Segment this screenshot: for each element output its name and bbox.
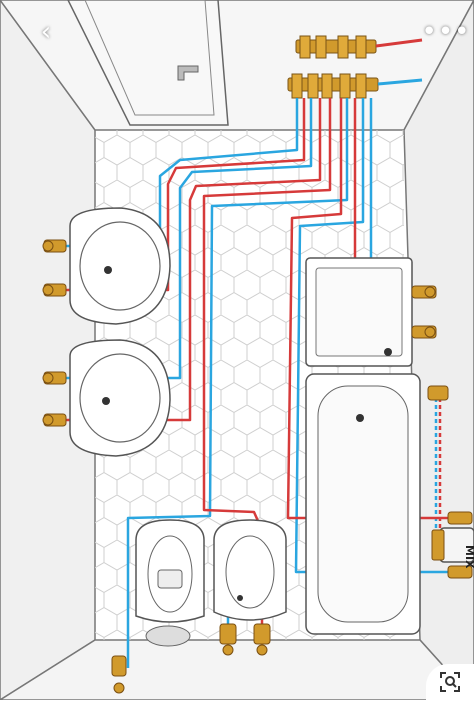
washbasin-upper — [69, 207, 171, 325]
chevron-left-icon: ‹ — [40, 17, 52, 47]
visual-search-button[interactable] — [426, 664, 474, 700]
washbasin-lower — [69, 339, 171, 457]
valve-basin-lower-cold — [42, 371, 67, 385]
more-horizontal-icon: ••• — [421, 17, 471, 47]
valve-bidet-cold — [219, 623, 237, 656]
valve-toilet — [111, 655, 127, 694]
back-button[interactable]: ‹ — [30, 16, 62, 48]
valve-shower-cold — [411, 325, 437, 339]
mixer-label: MIX — [463, 545, 474, 569]
valve-basin-upper-hot — [42, 283, 67, 297]
bidet — [213, 519, 287, 621]
valve-bath-supply — [427, 385, 449, 401]
valve-bath-cold — [447, 565, 473, 579]
valve-basin-upper-cold — [42, 239, 67, 253]
door-handle-icon — [177, 65, 199, 81]
shower-tray — [305, 257, 413, 367]
valve-shower-hot — [411, 285, 437, 299]
more-options-button[interactable]: ••• — [421, 17, 471, 47]
valve-basin-lower-hot — [42, 413, 67, 427]
manifold — [287, 35, 423, 99]
visual-search-icon — [440, 672, 460, 692]
valve-bath-hot — [447, 511, 473, 525]
door — [67, 0, 229, 126]
bathtub — [305, 373, 421, 635]
valve-bidet-hot — [253, 623, 271, 656]
mixer-valve: MIX — [431, 527, 474, 569]
toilet — [135, 519, 205, 647]
valves — [42, 239, 473, 694]
viewer-toolbar: ‹ ••• — [0, 0, 474, 70]
